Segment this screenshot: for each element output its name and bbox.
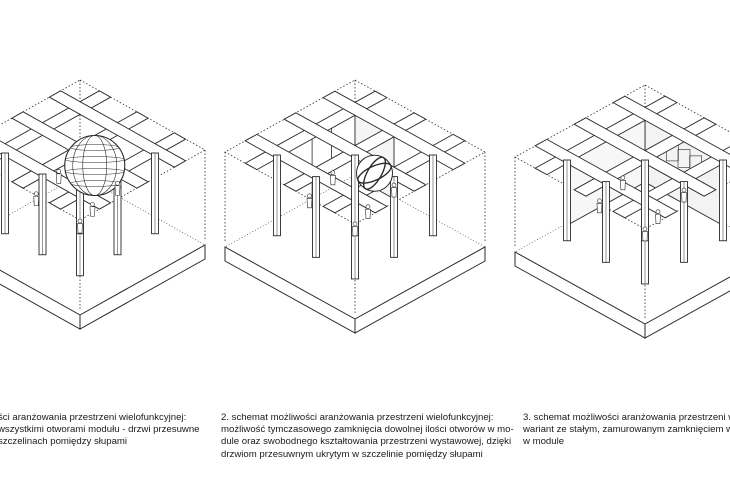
caption-1-line-2: wszystkimi otworami modułu - drzwi przes… [0, 424, 200, 436]
human-figure [642, 226, 648, 242]
caption-3-line-2: wariant ze stałym, zamurowanym zamknięci… [523, 424, 730, 436]
caption-2: 2. schemat możliwości aranżowania przest… [221, 412, 514, 461]
roof-beam-v-2 [573, 117, 717, 197]
roof-beam-v-1 [322, 90, 466, 171]
human-figure [114, 180, 121, 196]
module-axonometric-1 [0, 79, 206, 330]
human-figure [89, 201, 96, 217]
caption-3: 3. schemat możliwości aranżowania przest… [523, 412, 730, 449]
floor-outline [514, 179, 730, 325]
base-slab-left-face [0, 269, 81, 330]
base-slab-right-face [644, 276, 730, 339]
roof-beam-v-1 [48, 90, 187, 168]
caption-1-line-3: szczelinach pomiędzy słupami [0, 436, 128, 448]
human-figure [33, 191, 40, 207]
caption-2-line-3: dule oraz swobodnego kształtowania przes… [221, 436, 512, 448]
base-slab-right-face [354, 246, 486, 334]
caption-2-line-1: 2. schemat możliwości aranżowania przest… [221, 412, 494, 423]
human-figure [306, 193, 313, 209]
human-figure [620, 175, 626, 191]
floor-outline [224, 174, 486, 320]
base-slab-right-face [79, 244, 206, 330]
human-figure [596, 198, 603, 214]
human-figure [77, 218, 83, 234]
caption-2-line-2: możliwość tymczasowego zamknięcia dowoln… [221, 424, 514, 436]
roof-beam-v-1 [612, 95, 730, 168]
caption-2-line-4: drzwiom przesuwnym ukrytym w szczelinie … [221, 448, 483, 460]
module-axonometric-2 [224, 79, 486, 334]
human-figure [330, 170, 336, 186]
caption-3-line-3: w module [523, 436, 565, 448]
base-slab-left-face [224, 246, 356, 334]
human-figure [681, 187, 687, 203]
caption-1-line-1: ści aranżowania przestrzeni wielofunkcyj… [0, 412, 187, 423]
human-figure [55, 169, 62, 184]
caption-1: ści aranżowania przestrzeni wielofunkcyj… [0, 412, 208, 449]
globe-sculpture [64, 134, 126, 197]
module-axonometric-3 [514, 84, 730, 339]
dotted-frame-top [224, 79, 486, 225]
ring-sculpture [356, 154, 393, 192]
dotted-frame-top [0, 79, 206, 221]
base-slab-left-face [514, 251, 646, 339]
caption-3-line-1: 3. schemat możliwości aranżowania przest… [523, 412, 730, 423]
human-figure [391, 182, 397, 198]
human-figure [365, 204, 371, 219]
human-figure [352, 221, 358, 237]
human-figure [655, 209, 661, 224]
